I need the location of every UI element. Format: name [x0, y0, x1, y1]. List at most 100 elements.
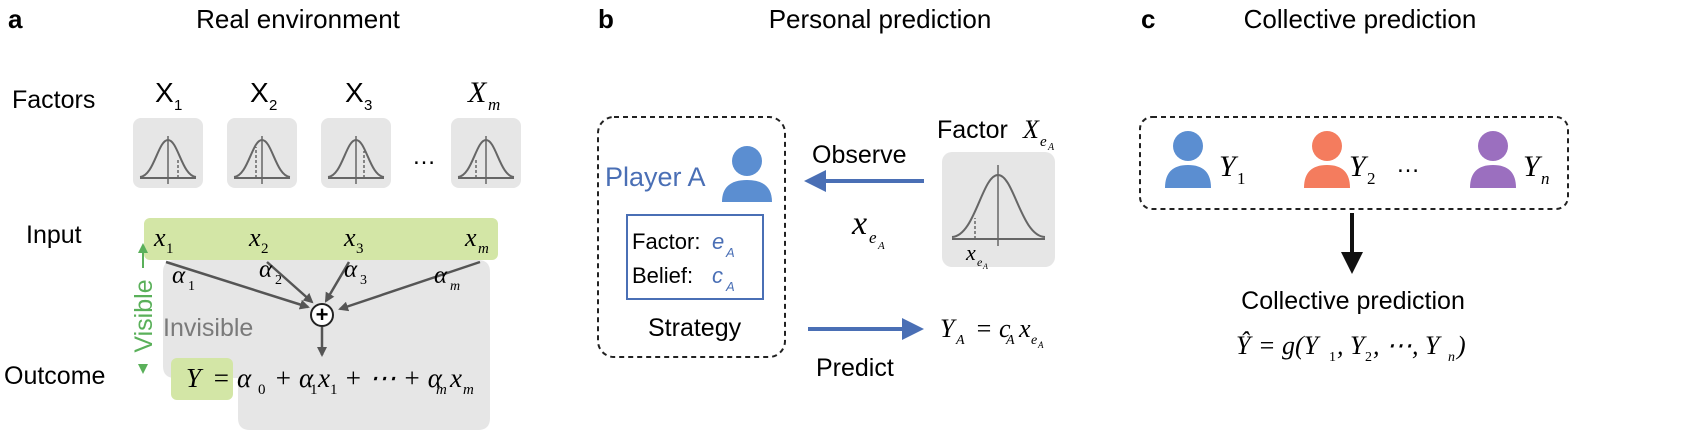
svg-text:Y: Y — [1523, 150, 1543, 183]
svg-text:, Y: , Y — [1337, 331, 1367, 360]
svg-text:x: x — [851, 205, 867, 242]
svg-text:x: x — [1018, 314, 1031, 343]
outcome-y-box — [171, 358, 233, 400]
svg-text:1: 1 — [1329, 350, 1336, 365]
factor-distribution-m — [451, 118, 521, 188]
svg-text:m: m — [463, 382, 474, 398]
weight-arrow-2 — [266, 261, 314, 304]
svg-text:A: A — [1037, 340, 1044, 350]
person-icon — [1165, 131, 1211, 188]
outcome-label: Outcome — [4, 362, 105, 390]
svg-text:A: A — [982, 262, 988, 271]
svg-text:X: X — [250, 77, 269, 108]
input-label: Input — [26, 221, 82, 249]
strategy-group-box — [597, 116, 786, 358]
strategy-label: Strategy — [648, 314, 742, 342]
svg-text:c: c — [712, 263, 723, 288]
panel-b-title: Personal prediction — [769, 4, 992, 34]
svg-text:1: 1 — [1237, 169, 1246, 188]
svg-text:1: 1 — [174, 97, 182, 114]
input-xm: x m — [464, 223, 489, 257]
weight-arrow-1 — [165, 260, 310, 310]
svg-text:m: m — [478, 241, 489, 257]
svg-text:2: 2 — [261, 241, 269, 257]
svg-text:X: X — [1022, 115, 1040, 144]
factor-header-3: X 3 — [345, 77, 372, 114]
observe-label: Observe — [812, 141, 906, 169]
svg-text:A: A — [877, 240, 885, 252]
svg-text:e: e — [1031, 333, 1037, 348]
svg-text:Y: Y — [1219, 150, 1239, 183]
svg-text:e: e — [977, 255, 983, 269]
svg-text:Belief:: Belief: — [632, 263, 693, 288]
svg-text:3: 3 — [360, 273, 367, 288]
factors-label: Factors — [12, 86, 95, 114]
player-2: Y 2 — [1304, 131, 1376, 188]
svg-text:n: n — [1541, 169, 1550, 188]
svg-text:= c: = c — [975, 314, 1011, 343]
panel-c-title: Collective prediction — [1244, 4, 1477, 34]
collective-equation: Ŷ = g(Y 1 , Y 2 , ⋯, Y n ) — [1236, 331, 1466, 365]
svg-text:n: n — [1448, 350, 1455, 365]
outcome-equation: Y = α 0 + α 1 x 1 + ⋯ + α m x m — [186, 363, 474, 398]
svg-text:X: X — [155, 77, 174, 108]
svg-text:Y: Y — [186, 363, 204, 393]
prediction-equation: Y A = c A x e A — [940, 314, 1044, 350]
factor-distribution-2 — [227, 118, 297, 188]
svg-text:1: 1 — [188, 279, 195, 294]
panel-a-title: Real environment — [196, 4, 401, 34]
svg-text:x: x — [248, 223, 261, 252]
svg-text:2: 2 — [1365, 350, 1372, 365]
svg-text:m: m — [450, 279, 460, 294]
factor-xea-title: Factor X e A — [937, 115, 1055, 153]
svg-text:1: 1 — [330, 382, 338, 398]
svg-text:x: x — [449, 363, 462, 393]
invisible-label: Invisible — [163, 314, 253, 342]
player-a-label: Player A — [605, 162, 706, 192]
svg-text:α: α — [344, 256, 358, 283]
factor-header-1: X 1 — [155, 77, 182, 114]
svg-text:+: + — [316, 302, 329, 327]
svg-text:e: e — [712, 229, 724, 254]
input-bar — [144, 218, 498, 260]
collective-result-label: Collective prediction — [1241, 287, 1465, 315]
visible-label-bg — [126, 268, 160, 364]
factor-distribution-3 — [321, 118, 391, 188]
svg-text:x: x — [153, 223, 166, 252]
svg-text:= α: = α — [212, 363, 252, 393]
factor-ellipsis: … — [412, 143, 436, 170]
weight-label-2: α 2 — [259, 256, 282, 288]
svg-text:A: A — [1005, 333, 1015, 348]
svg-text:= g(Y: = g(Y — [1258, 331, 1321, 360]
sum-node: + — [310, 302, 334, 327]
panel-c-letter: c — [1141, 4, 1155, 34]
svg-text:Ŷ: Ŷ — [1236, 331, 1253, 360]
weight-label-1: α 1 — [172, 262, 195, 294]
svg-text:α: α — [259, 256, 273, 283]
svg-text:A: A — [1047, 142, 1055, 153]
svg-text:): ) — [1455, 331, 1466, 360]
svg-text:e: e — [869, 228, 877, 247]
svg-text:x: x — [343, 223, 356, 252]
svg-text:2: 2 — [1367, 169, 1376, 188]
input-x2: x 2 — [248, 223, 269, 257]
factor-header-m: X m — [467, 76, 500, 114]
svg-text:3: 3 — [356, 241, 364, 257]
svg-text:x: x — [464, 223, 477, 252]
players-ellipsis: … — [1396, 151, 1420, 178]
person-icon — [1470, 131, 1516, 188]
panel-a-letter: a — [8, 4, 23, 34]
svg-text:α: α — [434, 262, 448, 289]
collective-group-box — [1139, 116, 1569, 210]
player-a-avatar-icon — [722, 146, 772, 202]
svg-text:1: 1 — [166, 241, 174, 257]
svg-text:Factor:: Factor: — [632, 229, 700, 254]
visible-label: Visible — [130, 279, 158, 352]
svg-text:2: 2 — [275, 273, 282, 288]
factor-distribution-1 — [133, 118, 203, 188]
panel-b-letter: b — [598, 4, 614, 34]
strategy-belief-row: Belief: c A — [632, 263, 735, 294]
svg-text:0: 0 — [258, 382, 266, 398]
weight-label-3: α 3 — [344, 256, 367, 288]
